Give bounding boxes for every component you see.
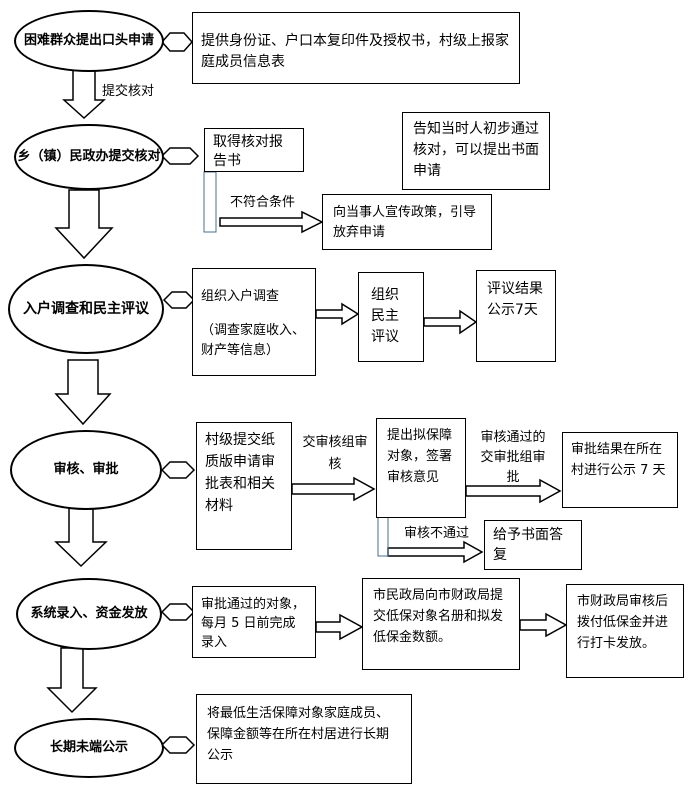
right-arrow [465,478,562,504]
right-arrow [219,210,324,234]
label-not-qualified: 不符合条件 [230,195,296,210]
box-paper-materials: 村级提交纸质版申请审批表和相关材料 [196,422,292,550]
step-household-survey: 入户调查和民主评议 [8,264,164,354]
box-proposed-recipients: 提出拟保障对象，签署审核意见 [376,418,466,518]
step-long-term-publicity: 长期未端公示 [14,718,164,778]
box-democratic-review: 组织民主评议 [358,272,424,362]
right-arrow [315,302,360,326]
box-notify-applicant: 告知当时人初步通过核对，可以提出书面申请 [402,112,550,190]
box-household-survey: 组织入户调查 （调查家庭收入、财产等信息） [192,268,316,376]
connector-hexagon [160,32,194,52]
bracket-marker [203,171,217,233]
label-review-fail: 审核不通过 [404,526,470,541]
down-arrow [54,189,114,260]
box-system-entry: 审批通过的对象，每月 5 日前完成录入 [192,586,316,658]
connector-hexagon [162,291,196,309]
down-arrow [54,507,108,568]
step-review-approval: 审核、审批 [10,430,162,510]
step-township-check: 乡（镇）民政办提交核对 [14,124,164,190]
right-arrow [387,540,484,564]
label-to-review-team: 交审核组审核 [302,435,368,472]
connector-hexagon [160,736,196,754]
right-arrow [519,612,568,638]
box-fund-disbursement: 市财政局审核后拨付低保金并进行打卡发放。 [566,584,684,678]
box-long-term-publicity: 将最低生活保障对象家庭成员、保障金额等在所在村居进行长期公示 [196,694,412,784]
bracket-marker [377,515,389,557]
box-check-report: 取得核对报告书 [204,128,304,172]
right-arrow [291,476,376,502]
box-approval-publicity: 审批结果在所在村进行公示 7 天 [562,432,678,508]
box-result-publicity: 评议结果公示7天 [476,270,556,362]
box-policy-advice: 向当事人宣传政策，引导放弃申请 [322,194,492,250]
box-documents: 提供身份证、户口本复印件及授权书，村级上报家庭成员信息表 [192,12,520,84]
label-review-pass: 审核通过的交审批组审批 [480,430,546,485]
down-arrow [62,67,106,120]
step-oral-application: 困难群众提出口头申请 [14,10,164,72]
box-written-reply: 给予书面答复 [484,520,582,570]
connector-hexagon [160,603,196,621]
down-arrow [46,647,98,714]
down-arrow [54,359,112,426]
box-finance-submission: 市民政局向市财政局提交低保对象名册和拟发低保金数额。 [362,578,520,670]
right-arrow [423,309,478,335]
step-entry-payment: 系统录入、资金发放 [16,578,162,650]
right-arrow [315,613,364,641]
label-submit-check: 提交核对 [102,84,155,99]
connector-hexagon [160,147,200,165]
connector-hexagon [160,461,196,479]
